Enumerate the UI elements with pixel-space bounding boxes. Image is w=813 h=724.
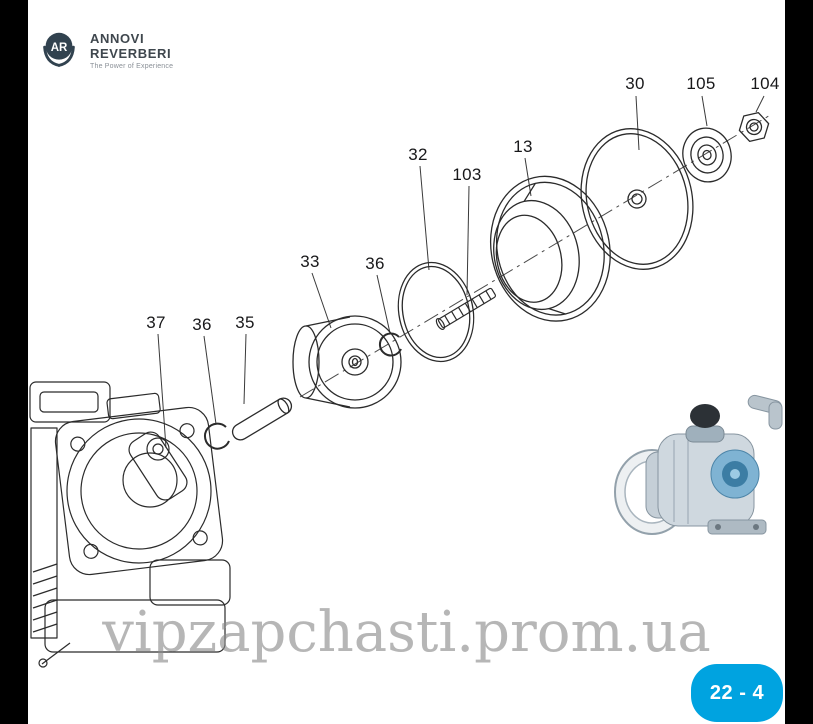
callout-103: 103 <box>452 165 482 184</box>
part-37-crankcase <box>29 381 231 668</box>
callout-104: 104 <box>750 74 780 93</box>
part-104-nut <box>738 111 770 143</box>
callout-32: 32 <box>408 145 428 164</box>
part-32-diaphragm-ring <box>397 261 475 363</box>
callout-105: 105 <box>686 74 716 93</box>
part-13-head-cup <box>489 175 611 322</box>
callout-35: 35 <box>235 313 255 332</box>
leader-lines <box>157 95 765 449</box>
part-36-circlip-left <box>203 422 230 450</box>
callout-33: 33 <box>300 252 320 271</box>
part-103-bolt <box>435 287 497 330</box>
part-30-diaphragm <box>580 128 694 270</box>
brand-logo: AR ANNOVI REVERBERI The Power of Experie… <box>36 26 173 76</box>
part-105-valve <box>682 127 732 183</box>
brand-name-line1: ANNOVI <box>90 31 145 46</box>
page-badge-text: 22 - 4 <box>709 681 765 704</box>
brand-tagline: The Power of Experience <box>90 63 174 71</box>
callout-37: 37 <box>146 313 166 332</box>
page-badge: 22 - 4 <box>691 664 783 722</box>
part-33-piston <box>292 315 402 409</box>
right-black-bar <box>785 0 813 724</box>
callout-36-left: 36 <box>192 315 212 334</box>
brand-monogram-text: AR <box>51 42 68 54</box>
center-axis-line <box>299 113 773 398</box>
callout-36-right: 36 <box>365 254 385 273</box>
pump-thumbnail <box>614 394 783 535</box>
part-36-circlip-right <box>378 332 402 357</box>
brand-monogram-icon: AR <box>43 32 75 67</box>
part-35-pin <box>231 397 293 441</box>
left-black-bar <box>0 0 28 724</box>
callout-30: 30 <box>625 74 645 93</box>
brand-name-line2: REVERBERI <box>90 45 172 61</box>
callout-13: 13 <box>513 137 533 156</box>
